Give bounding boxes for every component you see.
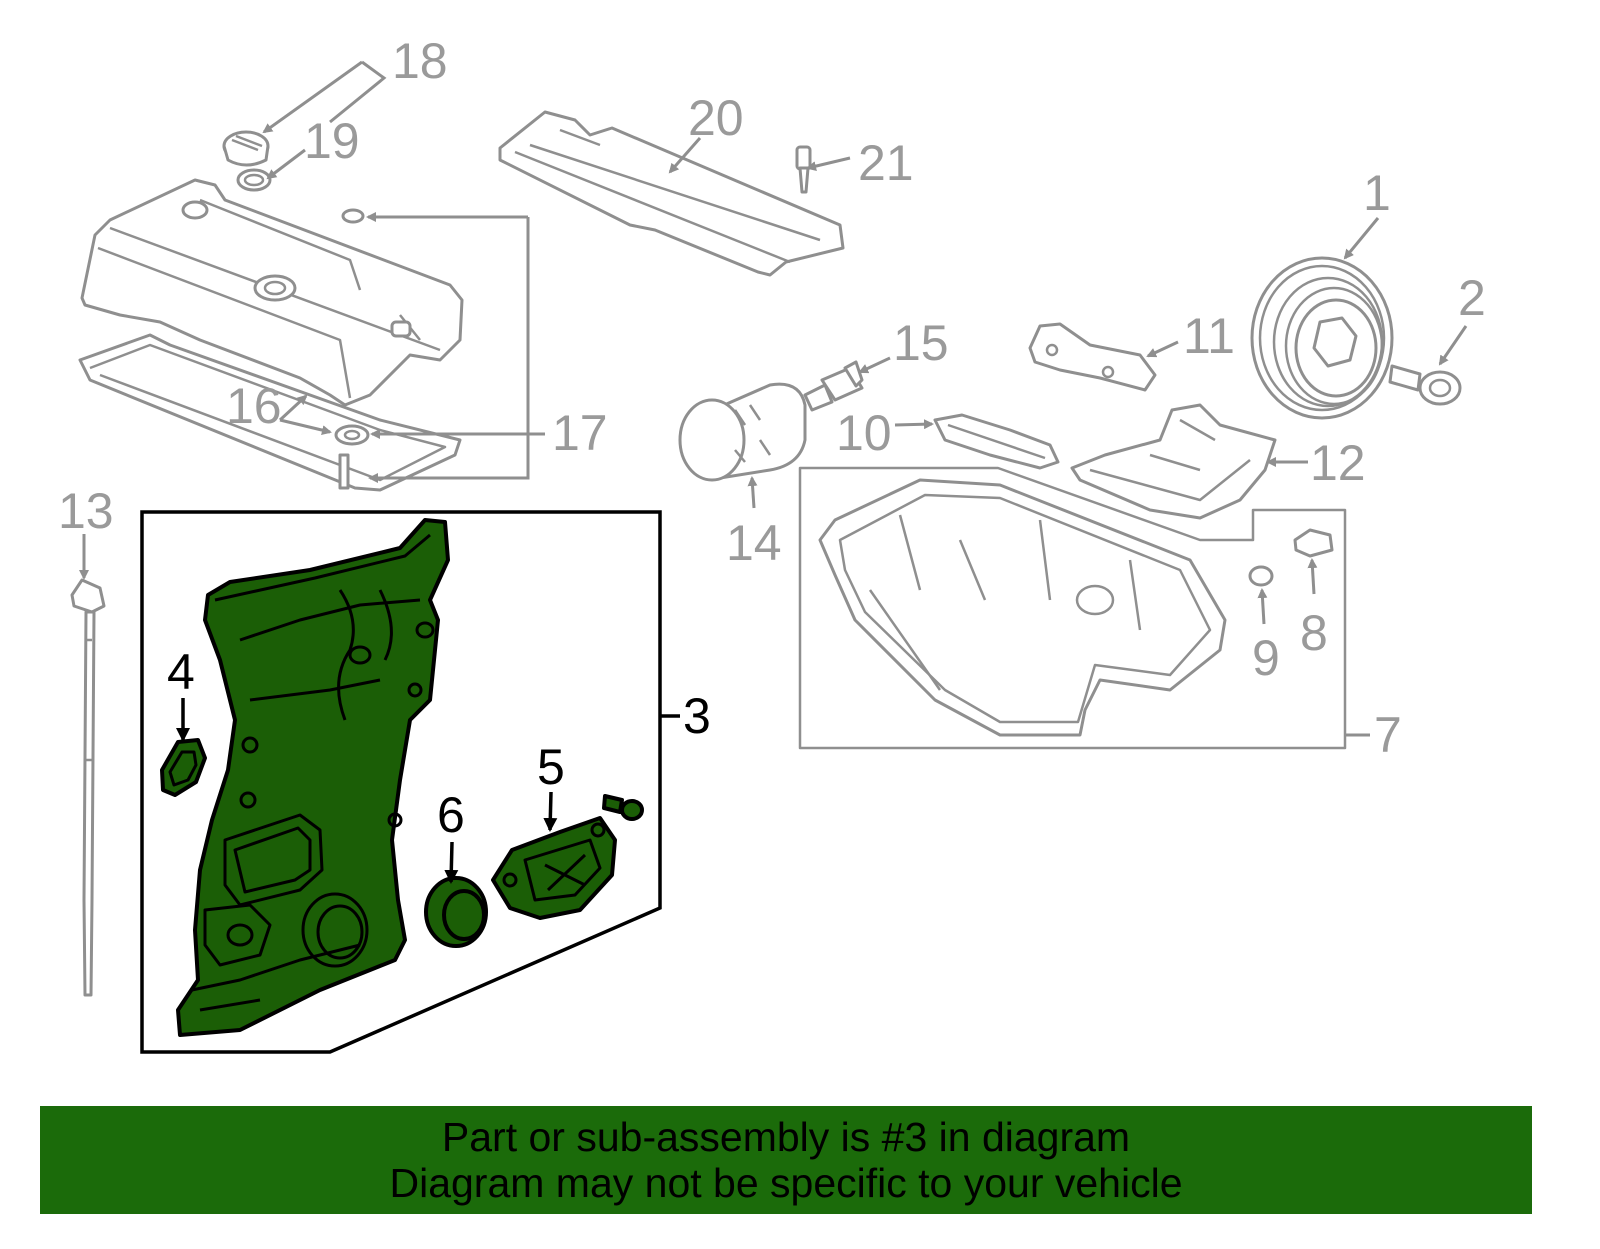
part-14-oil-filter: [678, 382, 807, 482]
callout-10: 10: [836, 405, 892, 461]
part-2-bolt: [1388, 364, 1462, 406]
part-4-seal: [160, 738, 207, 797]
callout-14: 14: [726, 515, 782, 571]
callout-15: 15: [893, 315, 949, 371]
box-3-outline: [140, 510, 662, 1054]
callout-12: 12: [1310, 435, 1366, 491]
part-5-cover-plate: [491, 816, 617, 920]
callout-4: 4: [167, 644, 195, 700]
part-6-oil-seal: [424, 876, 488, 948]
info-banner: Part or sub-assembly is #3 in diagram Di…: [40, 1106, 1532, 1214]
callout-16: 16: [226, 378, 282, 434]
part-9-washer: [1248, 565, 1274, 587]
part-1-pulley: [1250, 256, 1394, 420]
callout-7: 7: [1374, 707, 1402, 763]
part-12-baffle: [1070, 403, 1277, 520]
callout-17: 17: [552, 405, 608, 461]
part-19-seal: [236, 168, 272, 192]
callout-labels: 1 2 3 4 5 6 7 8 9 10 11 12 13 14 15 16 1…: [58, 33, 1486, 843]
banner-line-1: Part or sub-assembly is #3 in diagram: [441, 1114, 1131, 1160]
box-7-outline: [798, 466, 1347, 750]
part-10-gasket: [933, 413, 1060, 470]
callout-21: 21: [858, 135, 914, 191]
part-20-engine-cover: [498, 110, 845, 277]
callout-3: 3: [683, 688, 711, 744]
leader-lines: [79, 60, 1468, 737]
callout-1: 1: [1363, 165, 1391, 221]
part-16-gasket: [78, 333, 462, 492]
part-18-oil-cap: [222, 130, 270, 167]
callout-19: 19: [304, 113, 360, 169]
callout-13: 13: [58, 483, 114, 539]
callout-18: 18: [392, 33, 448, 89]
callout-11: 11: [1183, 308, 1235, 364]
callout-8: 8: [1300, 605, 1328, 661]
part-21-bolt: [795, 145, 812, 194]
callout-9: 9: [1252, 630, 1280, 686]
banner-line-2: Diagram may not be specific to your vehi…: [389, 1160, 1183, 1206]
part-5-bolt: [602, 794, 644, 821]
part-3-timing-cover: [176, 518, 450, 1037]
callout-6: 6: [437, 787, 465, 843]
callout-20: 20: [688, 90, 744, 146]
part-valve-cover: [80, 178, 464, 407]
part-13-dipstick: [70, 578, 106, 997]
part-7-oil-pan: [818, 478, 1227, 737]
part-15-sensor: [803, 360, 864, 412]
leader-lines-highlight: [176, 698, 680, 884]
part-17-grommet: [334, 208, 370, 490]
callout-2: 2: [1458, 270, 1486, 326]
part-11-bracket: [1028, 322, 1157, 392]
part-8-drain-bolt: [1293, 528, 1334, 558]
callout-5: 5: [537, 739, 565, 795]
